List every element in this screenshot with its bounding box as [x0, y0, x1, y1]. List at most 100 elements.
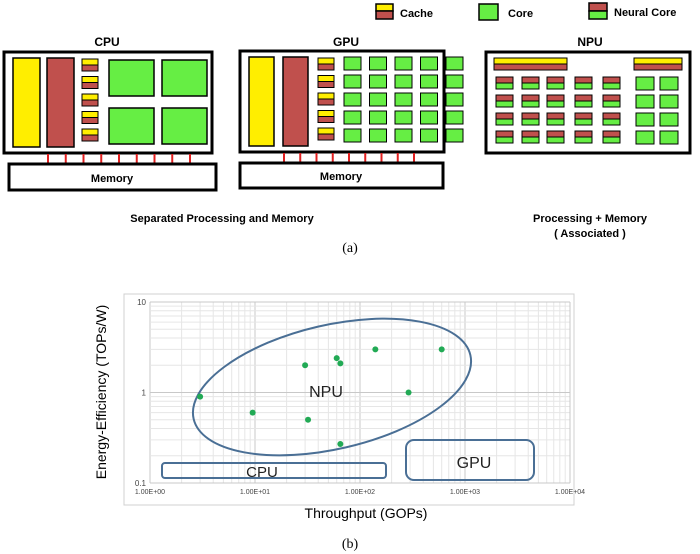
- gpu-region-label: GPU: [457, 455, 492, 472]
- cpu-small-cache-red: [81, 82, 99, 89]
- gpu-core: [343, 74, 362, 89]
- npu-neural-core-bottom: [521, 100, 540, 108]
- cpu-core: [108, 107, 155, 145]
- gpu-core: [420, 92, 438, 107]
- gpu-core: [445, 128, 464, 143]
- cpu-small-caches: [81, 58, 99, 142]
- legend-cache-label: Cache: [400, 8, 433, 20]
- cpu-small-cache-yellow: [81, 76, 99, 83]
- npu-neural-core-bottom: [602, 136, 621, 144]
- npu-neural-core-bottom: [602, 100, 621, 108]
- npu-diagram: NPU: [484, 35, 692, 155]
- gpu-core: [445, 74, 464, 89]
- gpu-core: [369, 92, 387, 107]
- gpu-core: [394, 128, 413, 143]
- npu-neural-core-top: [495, 130, 514, 138]
- gpu-cache-red-bar: [282, 56, 309, 147]
- gpu-small-cache-red: [317, 133, 335, 141]
- legend-item-cache: Cache: [375, 3, 433, 20]
- gpu-small-cache-yellow: [317, 75, 335, 82]
- cpu-cache-red-bar: [46, 57, 75, 148]
- npu-neural-core-top: [546, 76, 565, 84]
- y-tick-label: 0.1: [135, 479, 147, 488]
- npu-cache-red: [493, 63, 568, 71]
- chart-grid: [149, 301, 571, 484]
- gpu-small-cache-yellow: [317, 127, 335, 135]
- data-point: [337, 440, 344, 447]
- data-point: [305, 416, 312, 423]
- npu-neural-core-bottom: [546, 118, 565, 126]
- npu-neural-core-bottom: [546, 82, 565, 90]
- npu-neural-core-bottom: [521, 136, 540, 144]
- data-point: [438, 346, 445, 353]
- npu-neural-core-bottom: [574, 136, 593, 144]
- gpu-core: [343, 92, 362, 107]
- npu-core-grid: [635, 76, 679, 145]
- npu-neural-core-bottom: [521, 118, 540, 126]
- data-point: [372, 346, 379, 353]
- gpu-core: [420, 128, 438, 143]
- gpu-core: [369, 110, 387, 125]
- gpu-core: [445, 110, 464, 125]
- data-point: [405, 389, 412, 396]
- gpu-core: [369, 74, 387, 89]
- npu-neural-core-top: [574, 76, 593, 84]
- legend: Cache Core Neural Core: [375, 2, 676, 21]
- gpu-memory-label: Memory: [320, 171, 363, 183]
- npu-neural-core-top: [521, 94, 540, 102]
- npu-neural-core-top: [602, 130, 621, 138]
- gpu-core: [369, 56, 387, 71]
- cpu-small-cache-red: [81, 117, 99, 124]
- npu-neural-core-top: [546, 112, 565, 120]
- chart-frame: [123, 293, 575, 506]
- y-axis-label: Energy-Efficiency (TOPs/W): [93, 305, 109, 480]
- gpu-cache-yellow-bar: [248, 56, 275, 147]
- gpu-core: [343, 56, 362, 71]
- npu-neural-core-bottom: [495, 136, 514, 144]
- npu-neural-core-bottom: [495, 82, 514, 90]
- cpu-region: [161, 462, 387, 479]
- gpu-core: [420, 110, 438, 125]
- npu-top-caches: [493, 57, 683, 71]
- npu-core: [659, 76, 679, 91]
- legend-core-label: Core: [508, 8, 533, 20]
- npu-region: [191, 317, 473, 457]
- legend-neural-swatch-bottom: [588, 10, 608, 20]
- data-point: [302, 362, 309, 369]
- cpu-small-cache-yellow: [81, 58, 99, 66]
- gpu-core: [445, 56, 464, 71]
- legend-item-core: Core: [478, 3, 533, 21]
- figure-label-b: (b): [342, 537, 359, 552]
- npu-neural-core-top: [602, 76, 621, 84]
- npu-neural-core-top: [521, 76, 540, 84]
- npu-neural-core-top: [602, 94, 621, 102]
- x-tick-label: 1.00E+03: [450, 489, 480, 496]
- gpu-core: [420, 56, 438, 71]
- npu-core: [635, 94, 655, 109]
- npu-neural-core-bottom: [546, 100, 565, 108]
- figure-label-a: (a): [342, 241, 358, 256]
- npu-neural-core-bottom: [574, 118, 593, 126]
- npu-neural-core-bottom: [602, 118, 621, 126]
- cpu-small-cache-red: [81, 99, 99, 107]
- cpu-title: CPU: [94, 35, 119, 49]
- legend-core-swatch: [478, 3, 499, 21]
- x-tick-label: 1.00E+02: [345, 489, 375, 496]
- npu-core: [659, 130, 679, 145]
- npu-neural-core-top: [521, 112, 540, 120]
- npu-core: [635, 130, 655, 145]
- npu-neural-core-bottom: [495, 100, 514, 108]
- npu-neural-core-bottom: [602, 82, 621, 90]
- npu-cache-red: [633, 63, 683, 71]
- y-tick-label: 1: [142, 389, 147, 398]
- gpu-core: [445, 92, 464, 107]
- gpu-small-cache-red: [317, 98, 335, 106]
- npu-neural-core-grid: [495, 76, 621, 144]
- cpu-region-label: CPU: [246, 464, 278, 481]
- cpu-small-cache-yellow: [81, 111, 99, 118]
- npu-neural-core-bottom: [495, 118, 514, 126]
- gpu-small-cache-yellow: [317, 92, 335, 100]
